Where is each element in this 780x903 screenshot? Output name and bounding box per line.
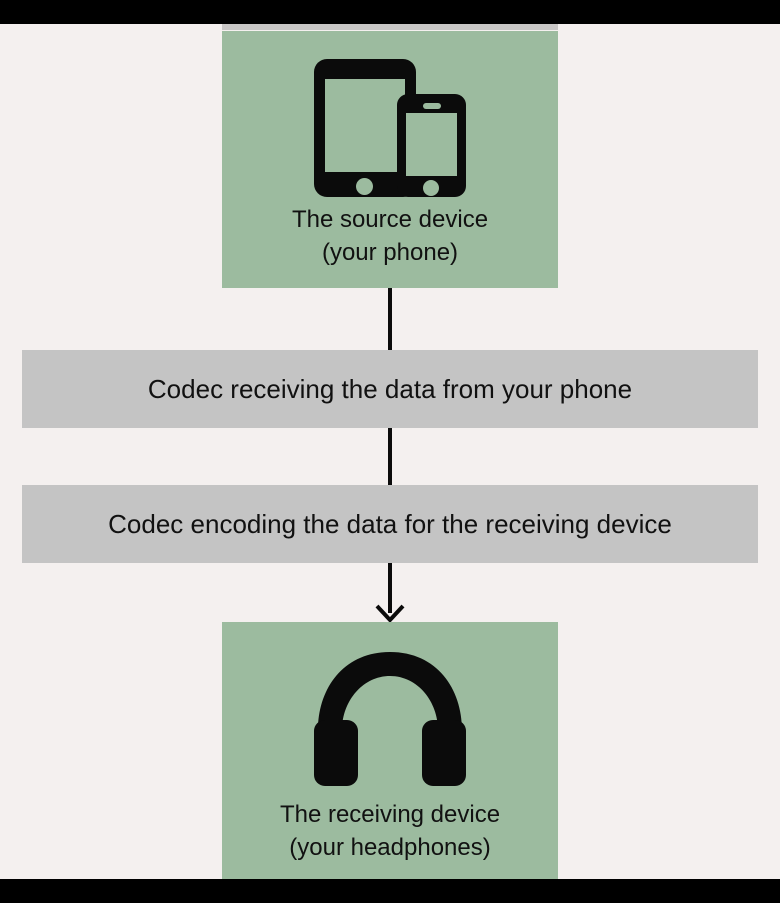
tablet-screen-icon	[325, 79, 405, 172]
receiving-device-card: The receiving device (your headphones)	[222, 622, 558, 879]
codec-step-2-label: Codec encoding the data for the receivin…	[108, 509, 672, 539]
connector-step-1-to-step-2	[388, 428, 392, 485]
letterbox-bar-bottom	[0, 879, 780, 903]
phone-body-icon	[397, 94, 466, 197]
source-caption-line-1: The source device	[291, 206, 489, 233]
tablet-and-phone-icon	[314, 49, 466, 199]
headphones-glyph	[314, 652, 466, 786]
headphones-icon	[302, 644, 478, 794]
receiving-device-caption: The receiving device (your headphones)	[280, 798, 500, 864]
connector-source-to-step-1	[388, 288, 392, 350]
letterbox-bar-top	[0, 0, 780, 24]
phone-screen-icon	[406, 113, 457, 176]
arrowhead-down-icon	[375, 604, 405, 622]
diagram-canvas: The source device (your phone) Codec rec…	[0, 24, 780, 879]
connector-step-2-to-receiver	[388, 563, 392, 613]
codec-step-2-box: Codec encoding the data for the receivin…	[22, 485, 758, 563]
receiver-caption-line-1: The receiving device	[279, 801, 501, 828]
receiver-caption-line-2: (your headphones)	[289, 834, 491, 861]
phone-home-button-icon	[423, 180, 439, 196]
source-device-card: The source device (your phone)	[222, 31, 558, 288]
source-device-caption: The source device (your phone)	[292, 203, 488, 269]
phone-speaker-icon	[423, 103, 441, 109]
top-gray-sliver	[222, 24, 558, 30]
source-caption-line-2: (your phone)	[321, 239, 459, 266]
codec-step-1-box: Codec receiving the data from your phone	[22, 350, 758, 428]
tablet-home-button-icon	[356, 178, 373, 195]
codec-step-1-label: Codec receiving the data from your phone	[147, 374, 633, 404]
